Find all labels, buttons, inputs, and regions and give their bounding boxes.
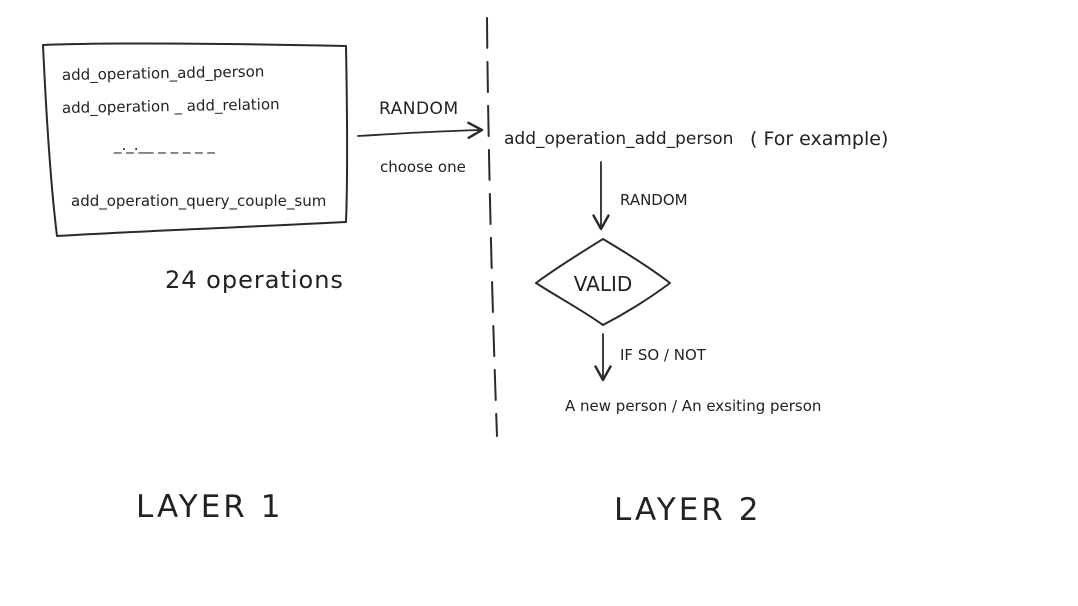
operations-count-label: 24 operations [165,266,344,294]
layer-divider-line [486,17,498,437]
valid-decision-label: VALID [574,272,633,296]
valid-decision-diamond [535,238,671,326]
choose-arrow [357,121,484,140]
operation-item-add-relation: add_operation _ add_relation [62,95,280,118]
operation-item-add-person: add_operation_add_person [62,62,265,85]
if-so-not-label: IF SO / NOT [620,346,707,364]
outcome-label: A new person / An exsiting person [565,397,821,415]
operation-item-ellipsis: _._.__ _ _ _ _ _ [113,136,215,155]
random-choice-label: RANDOM [379,99,459,119]
operation-item-query-couple-sum: add_operation_query_couple_sum [71,192,326,211]
chosen-operation-label: add_operation_add_person [504,129,733,149]
layer-2-label: LAYER 2 [614,492,761,528]
operations-box [42,42,349,237]
random-validation-label: RANDOM [620,191,688,209]
layer-1-label: LAYER 1 [136,489,283,525]
example-note: ( For example) [750,128,888,150]
choose-one-label: choose one [380,158,466,176]
